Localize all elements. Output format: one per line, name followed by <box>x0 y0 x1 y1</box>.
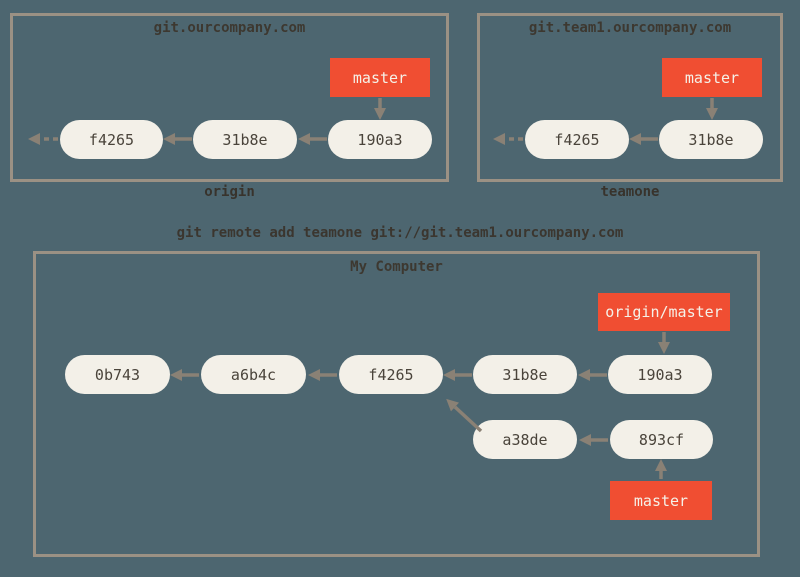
commit-node: f4265 <box>60 120 163 159</box>
repo-title-local: My Computer <box>350 259 443 275</box>
repo-title-origin: git.ourcompany.com <box>153 20 306 36</box>
commit-node: f4265 <box>525 120 629 159</box>
branch-ref-origin-master: master <box>330 58 430 97</box>
commit-node: 190a3 <box>608 355 712 394</box>
branch-ref-local-master: master <box>610 481 712 520</box>
commit-node: 31b8e <box>473 355 577 394</box>
repo-label-origin: origin <box>204 184 255 200</box>
commit-node: a38de <box>473 420 577 459</box>
repo-box-origin <box>10 13 449 182</box>
commit-node: f4265 <box>339 355 443 394</box>
branch-ref-label: master <box>633 491 689 510</box>
repo-label-teamone: teamone <box>600 184 660 200</box>
commit-node: 190a3 <box>328 120 432 159</box>
repo-box-local <box>33 251 760 557</box>
remote-ref-origin-master: origin/master <box>598 293 730 331</box>
git-command-text: git remote add teamone git://git.team1.o… <box>176 225 624 241</box>
branch-ref-teamone-master: master <box>662 58 762 97</box>
commit-node: 31b8e <box>659 120 763 159</box>
repo-box-teamone <box>477 13 783 182</box>
commit-node: 0b743 <box>65 355 170 394</box>
commit-node: a6b4c <box>201 355 306 394</box>
remote-ref-label: origin/master <box>605 303 723 321</box>
branch-ref-label: master <box>352 68 408 87</box>
branch-ref-label: master <box>684 68 740 87</box>
commit-node: 893cf <box>610 420 713 459</box>
commit-node: 31b8e <box>193 120 297 159</box>
repo-title-teamone: git.team1.ourcompany.com <box>528 20 732 36</box>
